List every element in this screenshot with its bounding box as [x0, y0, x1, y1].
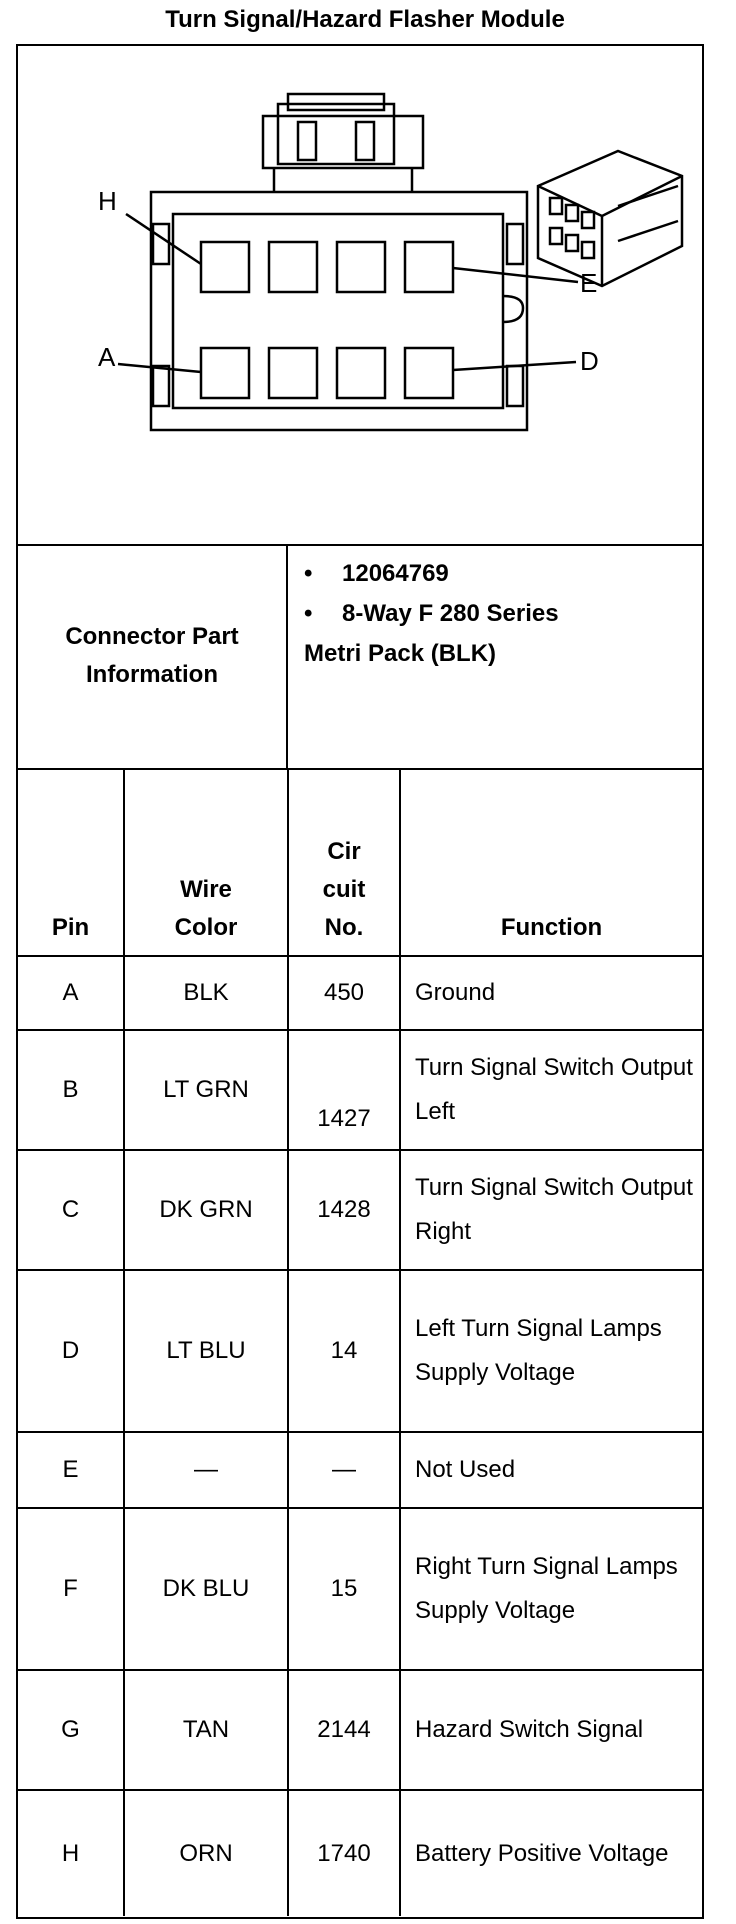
cell-pin: G — [18, 1669, 125, 1791]
cell-function: Hazard Switch Signal — [399, 1669, 702, 1791]
cell-color: DK BLU — [123, 1507, 289, 1671]
cell-function: Right Turn Signal Lamps Supply Voltage — [399, 1507, 702, 1671]
cell-pin: C — [18, 1149, 125, 1271]
connector-part-label: Connector Part Information — [18, 544, 288, 768]
table-row: A BLK 450 Ground — [18, 955, 702, 1031]
connector-perspective-view — [536, 149, 684, 288]
cell-pin: D — [18, 1269, 125, 1433]
connector-body — [149, 190, 529, 432]
cell-color: DK GRN — [123, 1149, 289, 1271]
table-row: C DK GRN 1428 Turn Signal Switch Output … — [18, 1149, 702, 1271]
cell-circuit: — — [287, 1431, 401, 1509]
part-description-cont: Metri Pack (BLK) — [304, 640, 497, 667]
cell-color: — — [123, 1431, 289, 1509]
table-row: G TAN 2144 Hazard Switch Signal — [18, 1669, 702, 1791]
cell-color: TAN — [123, 1669, 289, 1791]
cell-pin: H — [18, 1789, 125, 1916]
header-circuit: Cir cuit No. — [287, 770, 401, 957]
latch-tab — [286, 92, 386, 112]
latch-base — [261, 114, 425, 170]
cell-function: Battery Positive Voltage — [399, 1789, 702, 1916]
label-e: E — [580, 268, 597, 298]
terminal-d — [403, 346, 455, 400]
cell-function: Turn Signal Switch Output Right — [399, 1149, 702, 1271]
cell-function: Turn Signal Switch Output Left — [399, 1029, 702, 1151]
connector-sheet: H A E D Connector Part Information 12064… — [16, 44, 704, 1919]
cell-function: Left Turn Signal Lamps Supply Voltage — [399, 1269, 702, 1433]
cell-circuit: 450 — [287, 955, 401, 1031]
table-row: E — — Not Used — [18, 1431, 702, 1509]
table-row: H ORN 1740 Battery Positive Voltage — [18, 1789, 702, 1916]
table-row: F DK BLU 15 Right Turn Signal Lamps Supp… — [18, 1507, 702, 1671]
cell-circuit: 1427 — [287, 1029, 401, 1151]
table-header-row: Pin Wire Color Cir cuit No. Function — [18, 770, 702, 957]
connector-part-details: 12064769 8-Way F 280 Series Metri Pack (… — [288, 554, 698, 674]
cell-function: Not Used — [399, 1431, 702, 1509]
page-title: Turn Signal/Hazard Flasher Module — [165, 6, 565, 33]
cell-pin: F — [18, 1507, 125, 1671]
cell-color: ORN — [123, 1789, 289, 1916]
part-description: 8-Way F 280 Series — [288, 594, 698, 634]
table-row: D LT BLU 14 Left Turn Signal Lamps Suppl… — [18, 1269, 702, 1433]
header-wire-color: Wire Color — [123, 770, 289, 957]
cell-color: BLK — [123, 955, 289, 1031]
cell-function: Ground — [399, 955, 702, 1031]
connector-part-info: Connector Part Information 12064769 8-Wa… — [18, 544, 702, 770]
part-number: 12064769 — [288, 554, 698, 594]
header-pin: Pin — [18, 770, 125, 957]
cell-pin: A — [18, 955, 125, 1031]
cell-color: LT BLU — [123, 1269, 289, 1433]
connector-cavity-wall — [171, 212, 505, 410]
header-function: Function — [399, 770, 702, 957]
table-row: B LT GRN 1427 Turn Signal Switch Output … — [18, 1029, 702, 1151]
label-h: H — [98, 186, 117, 216]
pin-table: Pin Wire Color Cir cuit No. Function A B… — [18, 770, 702, 1916]
cell-circuit: 2144 — [287, 1669, 401, 1791]
cell-pin: E — [18, 1431, 125, 1509]
cell-circuit: 1740 — [287, 1789, 401, 1916]
latch-housing — [276, 102, 396, 166]
terminal-e — [403, 240, 455, 294]
label-d: D — [580, 346, 599, 376]
terminal-a — [199, 346, 251, 400]
connector-diagram: H A E D — [18, 46, 702, 546]
cell-pin: B — [18, 1029, 125, 1151]
terminal-h — [199, 240, 251, 294]
cell-circuit: 14 — [287, 1269, 401, 1433]
connector-face-drawing: H A E D — [98, 92, 684, 432]
cell-color: LT GRN — [123, 1029, 289, 1151]
cell-circuit: 15 — [287, 1507, 401, 1671]
label-a: A — [98, 342, 116, 372]
cell-circuit: 1428 — [287, 1149, 401, 1271]
